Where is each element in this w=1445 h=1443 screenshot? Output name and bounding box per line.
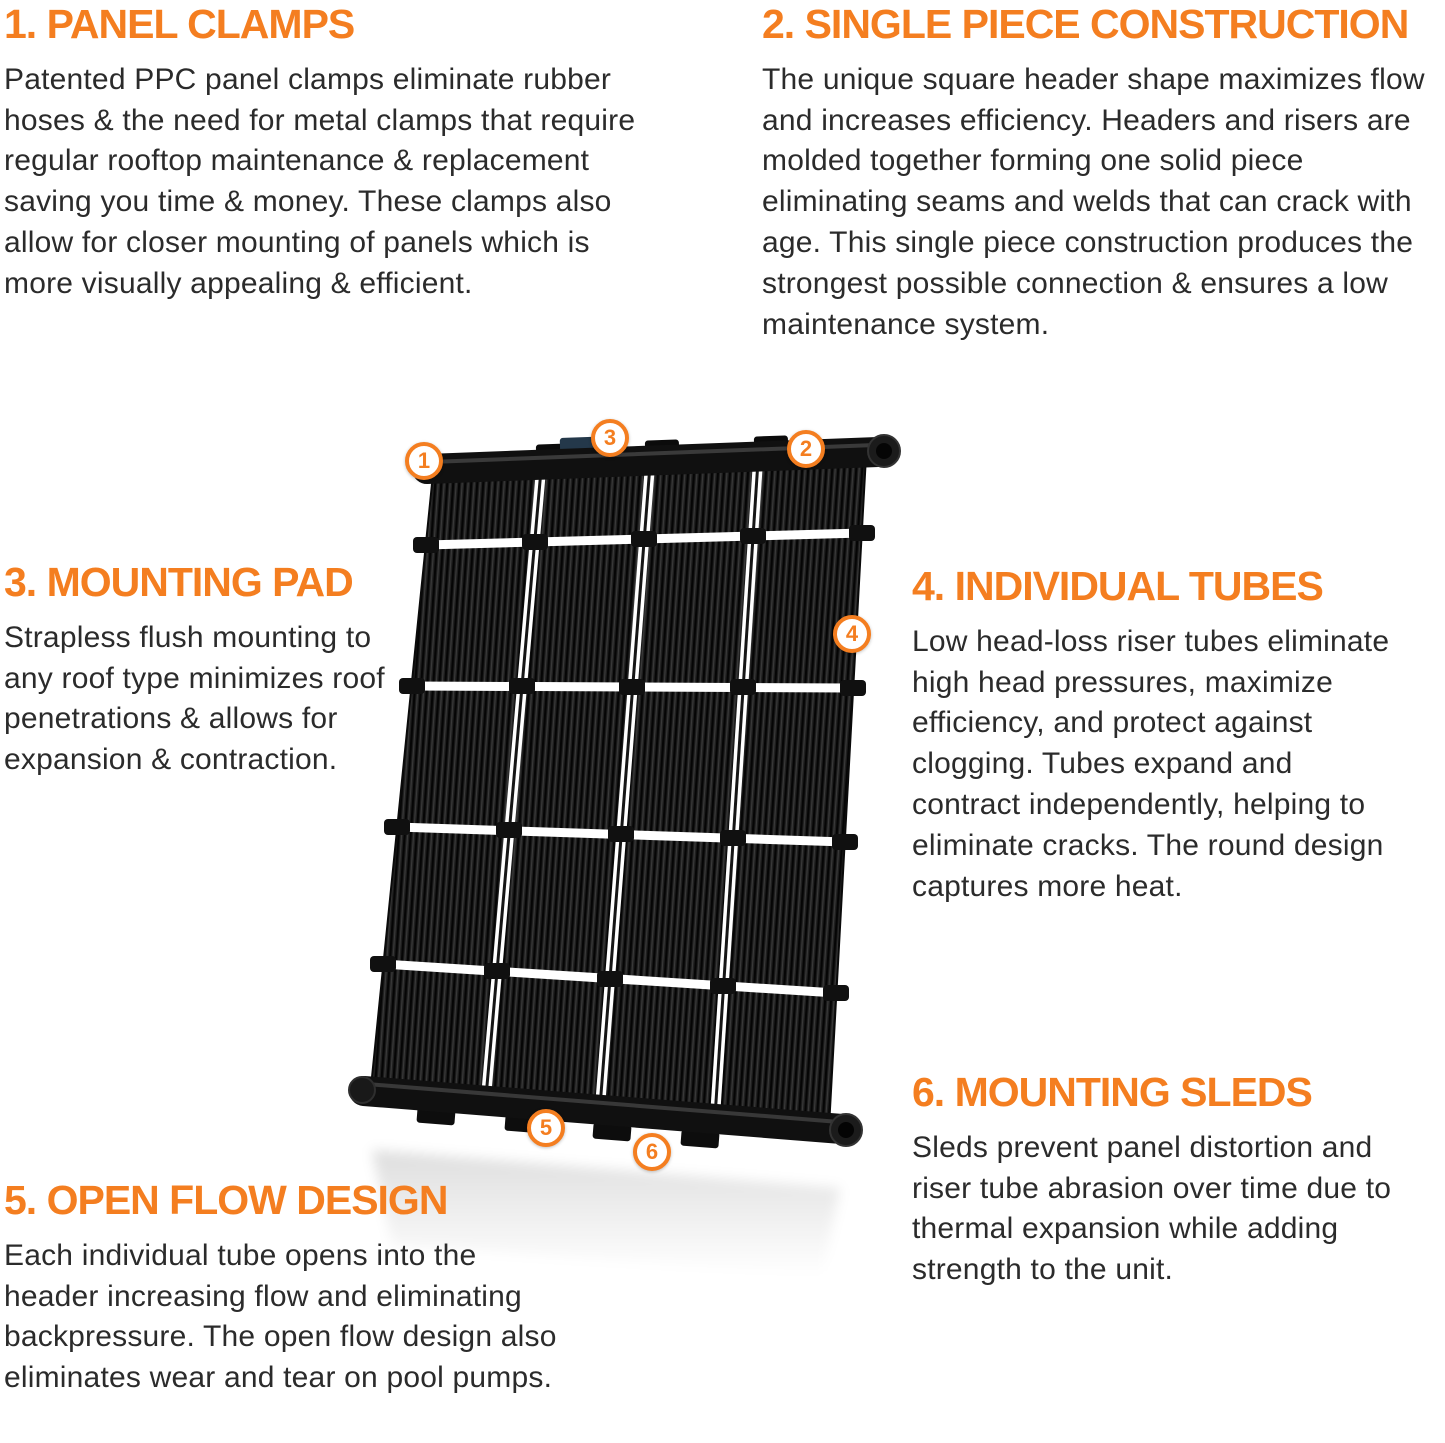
top-header [412, 434, 901, 484]
feature-body: The unique square header shape maximizes… [762, 62, 1425, 341]
feature-body: Low head-loss riser tubes eliminate high… [912, 624, 1390, 903]
feature-heading: 2. SINGLE PIECE CONSTRUCTION [762, 1, 1409, 47]
feature-section-open-flow-design: 5. OPEN FLOW DESIGN Each individual tube… [4, 1177, 566, 1399]
callout-badge-2: 2 [787, 430, 825, 468]
bottom-header [348, 1076, 863, 1149]
mounting-sled [416, 1106, 456, 1126]
panel-spacer-rows [382, 528, 863, 998]
callout-badge-6: 6 [633, 1133, 671, 1171]
mounting-sled [680, 1129, 720, 1149]
callout-badge-1: 1 [405, 442, 443, 480]
feature-body: Strapless flush mounting to any roof typ… [4, 620, 385, 777]
feature-section-individual-tubes: 4. INDIVIDUAL TUBES Low head-loss riser … [912, 563, 1398, 907]
panel-body [369, 454, 868, 1129]
feature-heading: 3. MOUNTING PAD [4, 559, 354, 605]
panel-column-gaps [481, 460, 763, 1118]
panel-clamps [370, 525, 875, 1001]
callout-badge-3: 3 [591, 419, 629, 457]
feature-section-mounting-pad: 3. MOUNTING PAD Strapless flush mounting… [4, 559, 406, 781]
feature-body: Sleds prevent panel distortion and riser… [912, 1130, 1392, 1287]
callout-badge-4: 4 [833, 615, 871, 653]
feature-body: Patented PPC panel clamps eliminate rubb… [4, 62, 636, 300]
header-port-left [348, 1076, 376, 1104]
feature-heading: 5. OPEN FLOW DESIGN [4, 1177, 448, 1223]
feature-heading: 4. INDIVIDUAL TUBES [912, 563, 1324, 609]
callout-badge-5: 5 [527, 1109, 565, 1147]
feature-heading: 6. MOUNTING SLEDS [912, 1069, 1313, 1115]
header-port-right [829, 1113, 863, 1147]
feature-body: Each individual tube opens into the head… [4, 1238, 557, 1395]
feature-section-panel-clamps: 1. PANEL CLAMPS Patented PPC panel clamp… [4, 1, 636, 305]
feature-heading: 1. PANEL CLAMPS [4, 1, 355, 47]
feature-section-single-piece-construction: 2. SINGLE PIECE CONSTRUCTION The unique … [762, 1, 1430, 345]
mounting-sled [592, 1122, 632, 1142]
header-port-right [867, 434, 901, 468]
feature-section-mounting-sleds: 6. MOUNTING SLEDS Sleds prevent panel di… [912, 1069, 1424, 1291]
